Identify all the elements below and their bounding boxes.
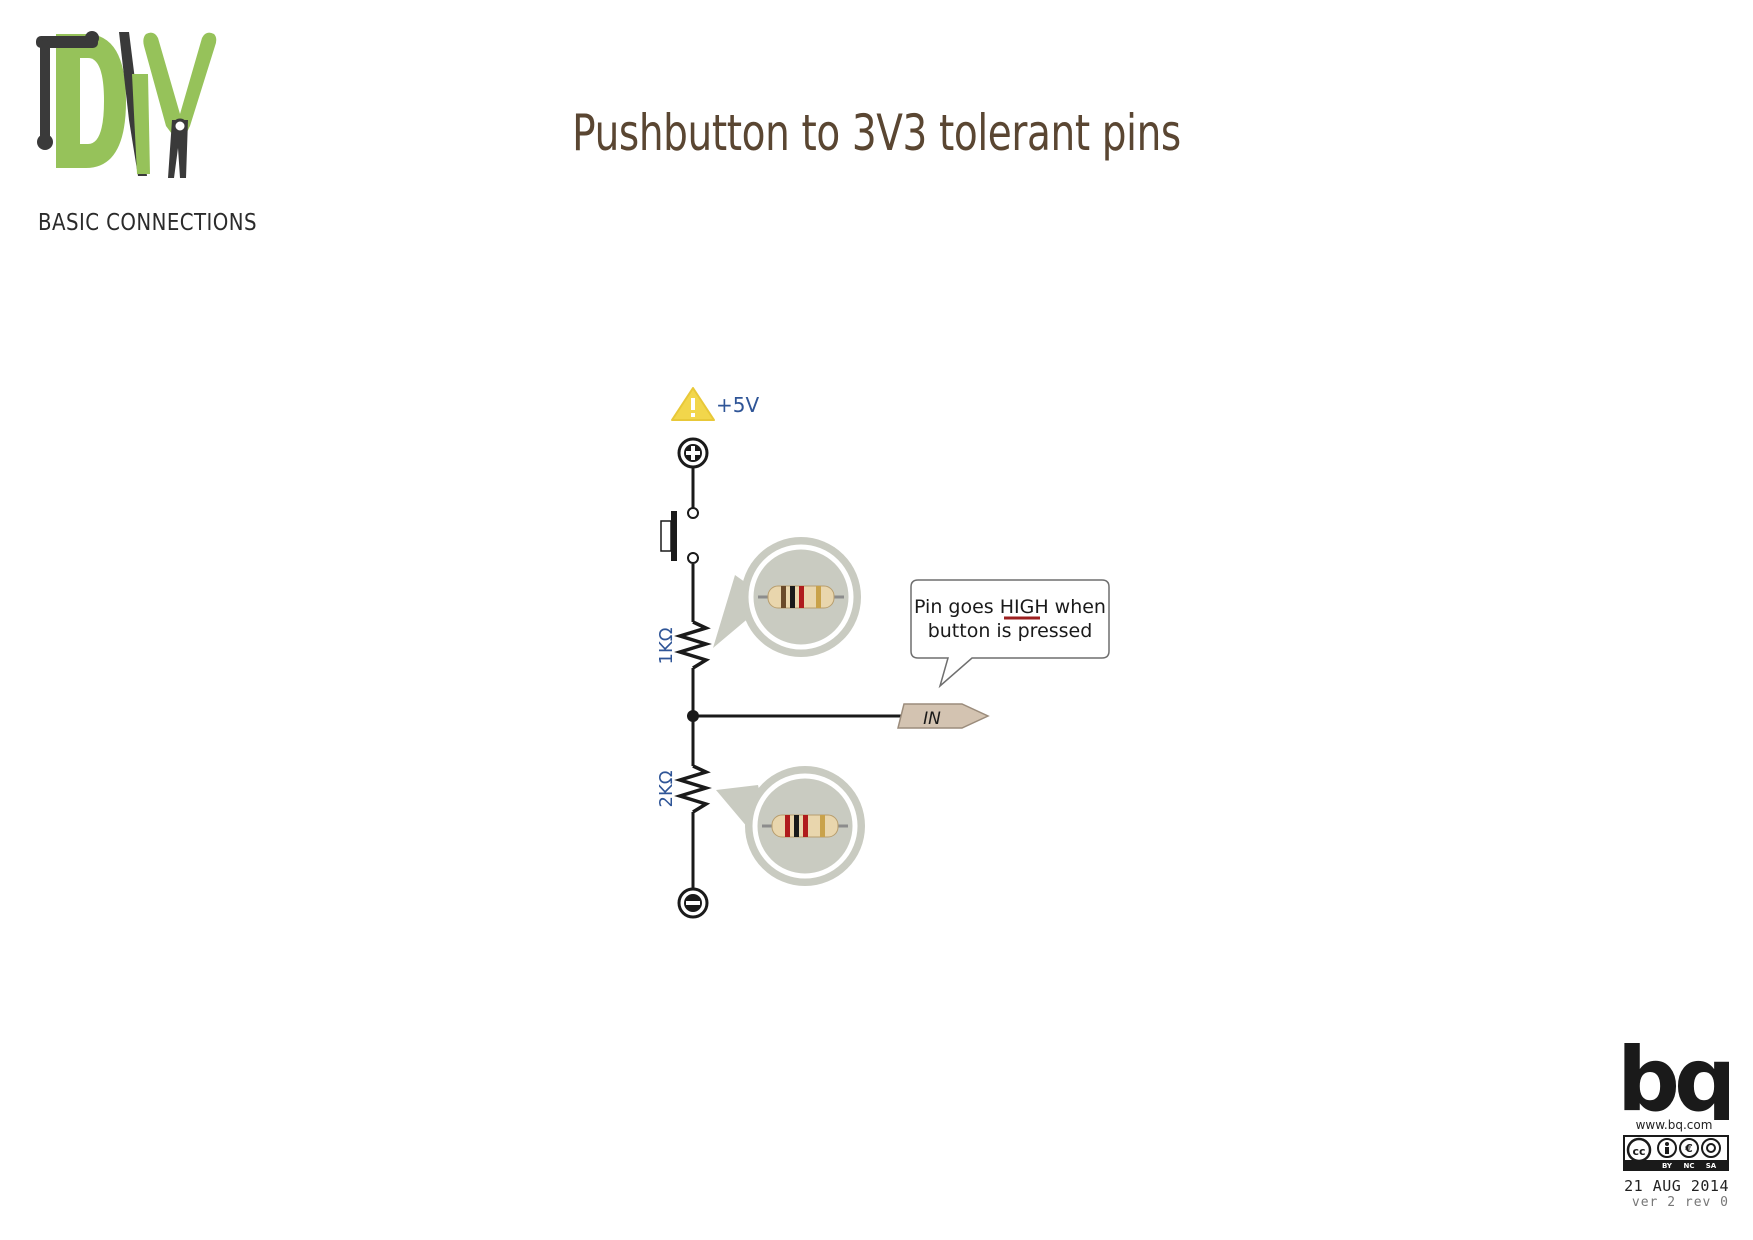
callout-line1-pre: Pin goes (914, 596, 1000, 618)
resistor-photo-icon (762, 814, 848, 838)
junction-dot (687, 710, 699, 722)
resistor-2k-symbol (674, 764, 712, 814)
pushbutton-symbol (660, 507, 699, 564)
license-nc: NC (1684, 1162, 1695, 1170)
license-sa: SA (1706, 1162, 1717, 1170)
logo-letter-y (143, 32, 217, 134)
warning-icon (671, 387, 715, 421)
resistor-1k-symbol (674, 620, 712, 670)
callout-line-2: button is pressed (928, 620, 1093, 642)
plus-terminal-icon (677, 437, 709, 469)
bq-logo: bq (1619, 1030, 1729, 1120)
logo-subtitle: BASIC CONNECTIONS (38, 210, 258, 236)
input-pin-label: IN (923, 709, 941, 729)
publication-date: 21 AUG 2014 (1624, 1177, 1729, 1195)
resistor-photo-icon (758, 585, 844, 609)
minus-terminal-icon (677, 887, 709, 919)
publisher-block: bq www.bq.com cc € BY NC SA 21 AUG 2014 … (1619, 1030, 1729, 1210)
resistor-2k-label: 2KΩ (656, 770, 677, 807)
version-label: ver 2 rev 0 (1631, 1195, 1729, 1210)
resistor-2k-photo-bubble (716, 766, 865, 886)
resistor-1k-photo-bubble (713, 537, 861, 657)
bq-brand-text: bq (1619, 1030, 1729, 1120)
svg-text:€: € (1684, 1142, 1693, 1155)
diy-logo (36, 31, 217, 178)
callout-highlight-word: HIGH (1000, 596, 1049, 618)
wires (691, 467, 902, 889)
callout-line-1: Pin goes HIGH when (914, 596, 1106, 618)
svg-text:cc: cc (1632, 1145, 1645, 1158)
logo-clamp-bar (36, 36, 98, 48)
resistor-1k-label: 1KΩ (656, 627, 677, 664)
creative-commons-icon: cc € BY NC SA (1623, 1135, 1729, 1171)
license-by: BY (1662, 1162, 1673, 1170)
page-title: Pushbutton to 3V3 tolerant pins (572, 104, 1181, 162)
input-pin-tag: IN (897, 703, 990, 729)
callout-line1-post: when (1049, 596, 1106, 618)
bq-url: www.bq.com (1635, 1118, 1713, 1132)
callout-bubble: Pin goes HIGH when button is pressed (910, 579, 1110, 689)
supply-voltage-label: +5V (716, 393, 759, 417)
